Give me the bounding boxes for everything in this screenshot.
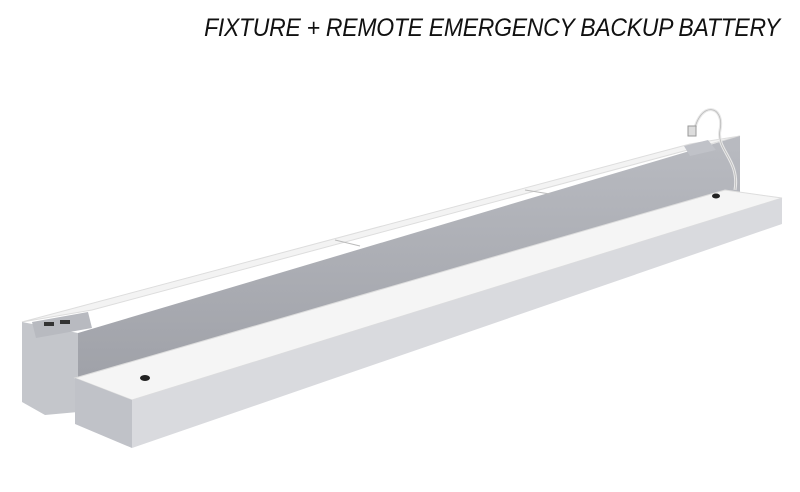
switch-2: [60, 320, 70, 324]
remote-battery: [73, 189, 783, 448]
fixture-end-face: [22, 322, 78, 415]
battery-side-face: [132, 198, 782, 448]
panel-seam: [334, 239, 361, 247]
mounting-hole: [140, 375, 150, 381]
mounting-hole: [712, 193, 720, 199]
panel-seam: [524, 189, 551, 195]
power-cord: [687, 108, 738, 191]
battery-top-face: [73, 189, 783, 401]
battery-end-face: [75, 378, 132, 448]
switch-plate: [32, 312, 92, 338]
connector-box: [684, 140, 716, 156]
image-title: FIXTURE + REMOTE EMERGENCY BACKUP BATTER…: [204, 14, 780, 42]
switch-1: [44, 322, 54, 326]
